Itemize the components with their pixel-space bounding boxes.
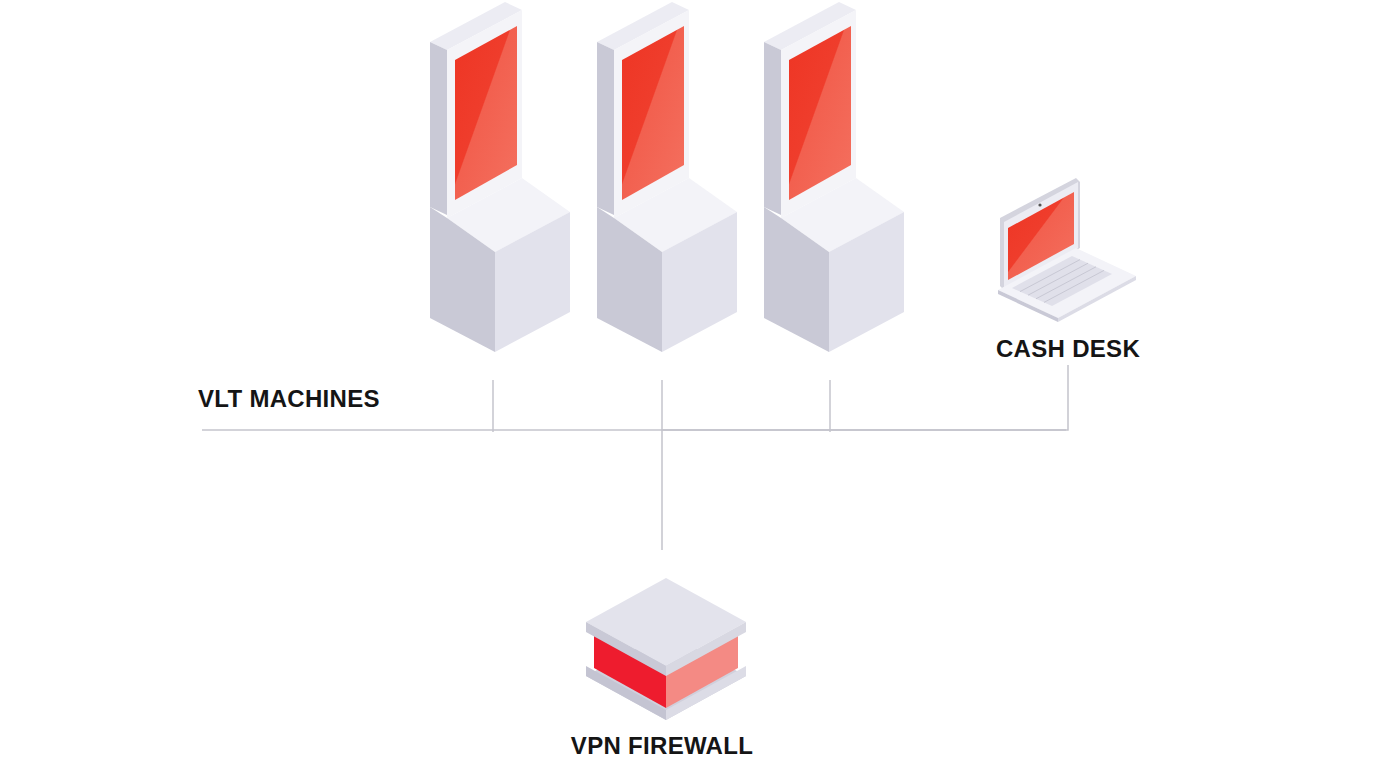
- vlt-machine: [430, 2, 570, 352]
- vlt-machine: [597, 2, 737, 352]
- cash-desk-node: CASH DESK: [978, 175, 1158, 363]
- network-link: [662, 365, 1068, 550]
- firewall-node: VPN FIREWALL: [552, 552, 772, 760]
- group-label: VLT MACHINES: [198, 385, 380, 413]
- firewall-svg: [552, 552, 772, 732]
- vlt-machine: [764, 2, 904, 352]
- firewall-icon: [586, 578, 746, 720]
- node-title: VPN FIREWALL: [552, 732, 772, 760]
- laptop-svg: [978, 175, 1158, 335]
- laptop-icon: [998, 178, 1136, 322]
- node-title: CASH DESK: [978, 335, 1158, 363]
